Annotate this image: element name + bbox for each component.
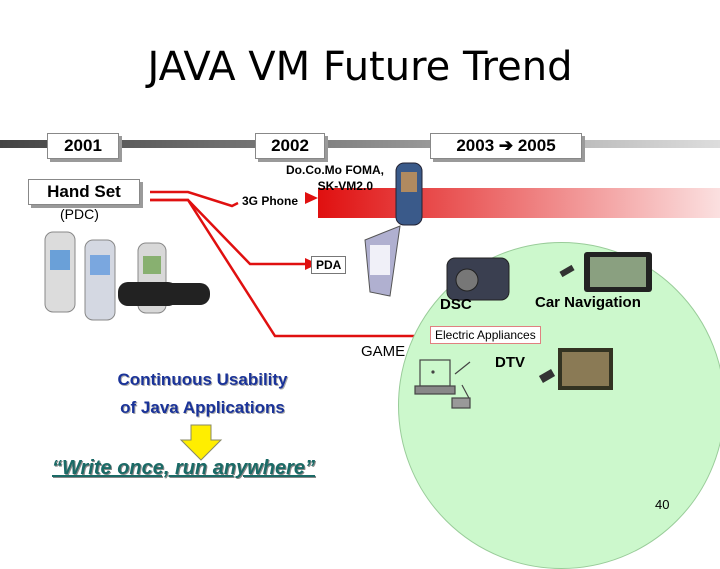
dsc-label: DSC — [440, 296, 472, 313]
dtv-label: DTV — [495, 354, 525, 371]
game-controller-2 — [160, 283, 210, 305]
3g-phone-label: 3G Phone — [242, 194, 298, 208]
pda-label: PDA — [311, 256, 346, 274]
page-number: 40 — [655, 497, 669, 512]
phone-2 — [85, 240, 115, 320]
slogan-text: “Write once, run anywhere” — [52, 457, 315, 480]
down-arrow — [181, 425, 221, 460]
phone-1 — [45, 232, 75, 312]
docomo-label-line2: SK-VM2.0 — [280, 179, 373, 193]
appliance-devices — [415, 360, 470, 408]
car-navigation-label: Car Navigation — [535, 294, 641, 311]
game-label: GAME — [361, 343, 405, 360]
electric-appliances-label: Electric Appliances — [430, 326, 541, 344]
docomo-label-line1: Do.Co.Mo FOMA, — [280, 163, 390, 177]
usability-line1: Continuous Usability — [90, 370, 315, 390]
usability-line2: of Java Applications — [90, 398, 315, 418]
